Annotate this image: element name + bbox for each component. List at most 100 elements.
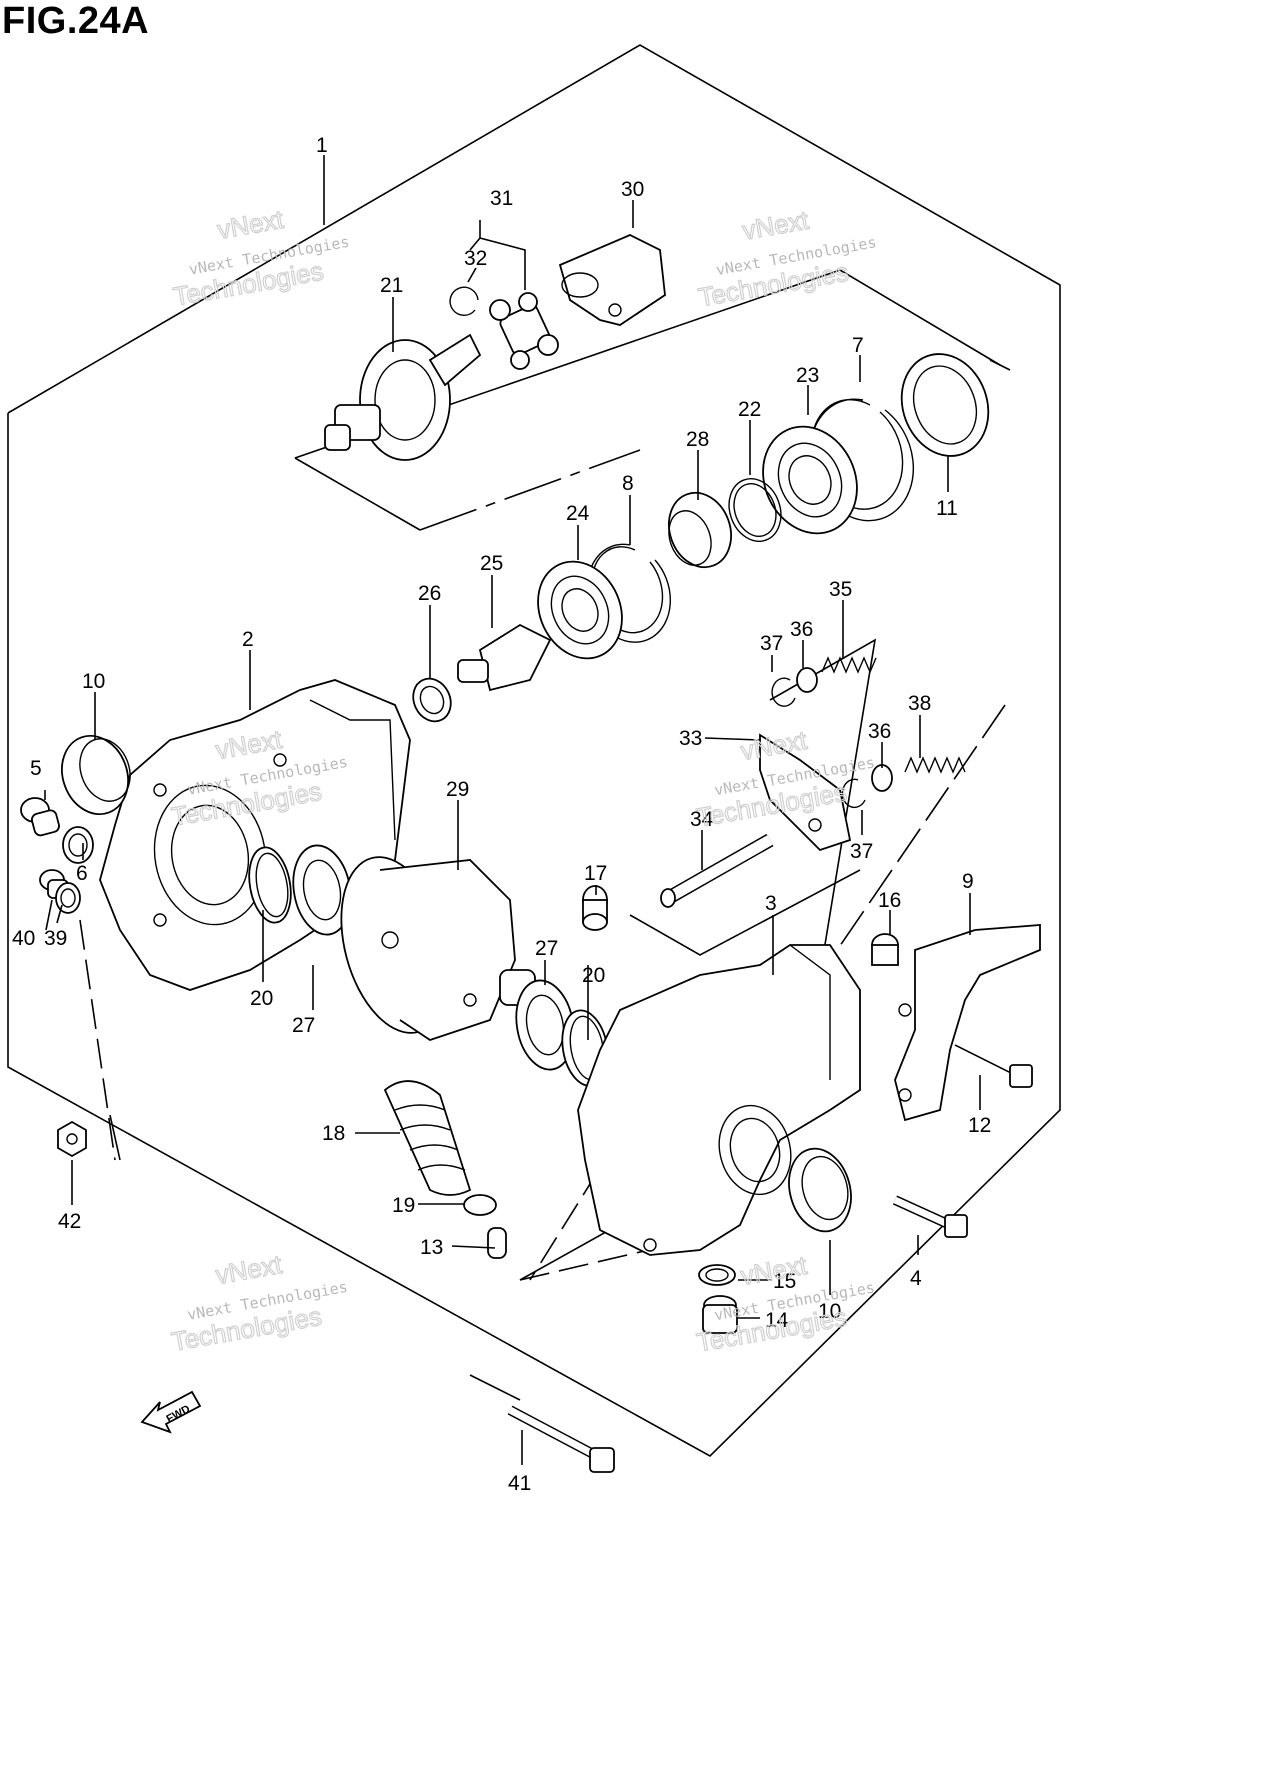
part-24-bearing <box>537 560 623 660</box>
part-39-gasket <box>55 882 81 914</box>
callout-28: 28 <box>686 428 709 451</box>
part-19-clamp <box>463 1194 497 1216</box>
callout-3: 3 <box>765 892 777 915</box>
callout-4: 4 <box>910 1267 922 1290</box>
callout-41: 41 <box>508 1472 531 1495</box>
callout-13: 13 <box>420 1236 443 1259</box>
callout-38: 38 <box>908 692 931 715</box>
callout-31: 31 <box>490 187 513 210</box>
part-32-snap-ring <box>449 286 479 316</box>
watermark-big-1: vNext <box>215 204 286 245</box>
figure-title: FIG.24A <box>2 0 150 42</box>
part-26-needle-bearing <box>412 677 452 723</box>
part-20-shim-left <box>248 846 292 924</box>
callout-6: 6 <box>76 862 88 885</box>
assembly-outline <box>7 44 1061 1457</box>
part-12-bolt <box>954 1044 1033 1088</box>
fwd-arrow-icon: FWD <box>140 1390 202 1434</box>
callout-20-right: 20 <box>582 964 605 987</box>
watermark-group: vNext Technologies vNext Technologies <box>695 204 877 313</box>
part-37-clip-lower <box>841 778 866 809</box>
callout-29: 29 <box>446 778 469 801</box>
part-16-bushing <box>871 933 899 966</box>
part-13-pin <box>487 1227 507 1259</box>
callout-10-left: 10 <box>82 670 105 693</box>
callout-9: 9 <box>962 870 974 893</box>
part-3-differential-housing <box>577 944 861 1256</box>
callout-14: 14 <box>765 1309 789 1332</box>
callout-27-left: 27 <box>292 1014 315 1037</box>
part-28-collar <box>668 491 732 569</box>
callout-11: 11 <box>936 497 958 520</box>
watermark-big-1: vNext <box>213 1249 284 1290</box>
part-31-universal-joint <box>489 292 559 370</box>
callout-40: 40 <box>12 927 35 950</box>
callout-15: 15 <box>773 1270 796 1293</box>
watermark-big-1: vNext <box>738 1250 809 1291</box>
callout-32: 32 <box>464 247 487 270</box>
callout-37-upper: 37 <box>760 632 783 655</box>
callout-21: 21 <box>380 274 403 297</box>
watermark-big-1: vNext <box>740 205 811 246</box>
part-18-boot <box>383 1080 472 1196</box>
part-36-washer-upper <box>796 667 818 693</box>
part-17-bushing <box>582 885 608 931</box>
callout-19: 19 <box>392 1194 415 1217</box>
part-37-clip-upper <box>771 677 796 707</box>
watermark-group: vNext Technologies vNext Technologies <box>694 724 876 833</box>
callout-36-lower: 36 <box>868 720 891 743</box>
part-22-snap-ring <box>728 478 782 542</box>
callout-24: 24 <box>566 502 590 525</box>
leader-lines <box>44 155 981 1465</box>
callout-labels: 1 2 3 4 5 6 7 8 9 10 10 11 12 13 14 15 1… <box>12 134 991 1495</box>
part-41-bolt <box>507 1405 615 1473</box>
part-25-pinion-gear <box>457 623 552 692</box>
part-27-bearing-right <box>515 979 575 1071</box>
part-34-shift-shaft <box>660 833 774 908</box>
callout-39: 39 <box>44 927 67 950</box>
callout-33: 33 <box>679 727 702 750</box>
part-15-gasket <box>698 1264 736 1286</box>
callout-35: 35 <box>829 578 852 601</box>
callout-12: 12 <box>968 1114 991 1137</box>
part-4-bolt <box>892 1195 968 1238</box>
part-33-shift-fork <box>759 733 852 852</box>
part-11-oil-seal <box>900 353 990 457</box>
callout-7: 7 <box>852 334 864 357</box>
part-21-flange-shaft <box>324 333 482 461</box>
callout-36-upper: 36 <box>790 618 813 641</box>
callout-23: 23 <box>796 364 819 387</box>
callout-17: 17 <box>584 862 607 885</box>
callout-20-left: 20 <box>250 987 273 1010</box>
part-42-nut <box>57 1120 87 1158</box>
callout-16: 16 <box>878 889 901 912</box>
callout-1: 1 <box>316 134 328 157</box>
callout-5: 5 <box>30 757 42 780</box>
callout-8: 8 <box>622 472 634 495</box>
part-30-yoke <box>558 234 666 326</box>
callout-27-right: 27 <box>535 937 558 960</box>
callout-37-lower: 37 <box>850 840 873 863</box>
callout-34: 34 <box>690 808 714 831</box>
callout-42: 42 <box>58 1210 81 1233</box>
part-10-oil-seal-right <box>788 1147 852 1233</box>
watermark-group: vNext Technologies vNext Technologies <box>170 203 350 312</box>
part-6-gasket <box>62 826 94 864</box>
watermark-group: vNext Technologies vNext Technologies <box>169 1248 349 1357</box>
part-5-plug <box>20 797 60 837</box>
callout-10-right: 10 <box>818 1300 841 1323</box>
part-23-bearing <box>762 425 858 535</box>
part-14-plug <box>702 1295 738 1334</box>
part-29-differential <box>340 856 536 1041</box>
callout-30: 30 <box>621 178 644 201</box>
callout-18: 18 <box>322 1122 345 1145</box>
part-35-spring <box>821 656 877 674</box>
callout-25: 25 <box>480 552 503 575</box>
callout-2: 2 <box>242 628 254 651</box>
part-10-oil-seal-left <box>61 734 131 816</box>
part-38-spring <box>904 756 966 774</box>
callout-26: 26 <box>418 582 441 605</box>
callout-22: 22 <box>738 398 761 421</box>
part-9-bracket <box>894 924 1041 1122</box>
